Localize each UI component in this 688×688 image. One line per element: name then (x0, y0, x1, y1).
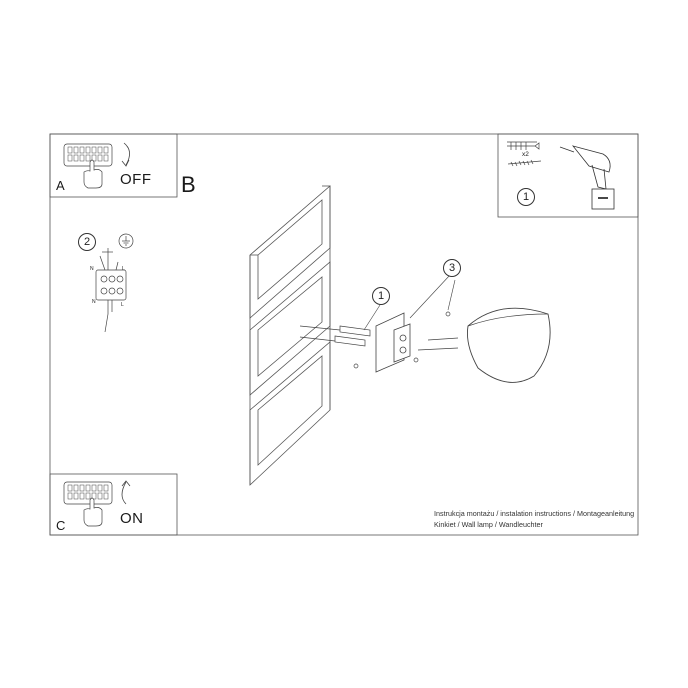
breaker-panel-icon (63, 143, 113, 167)
screw-icon (507, 159, 542, 167)
arrow-icon (123, 142, 130, 166)
panel-a-frame (49, 133, 178, 198)
wall-bracket-icon (375, 312, 411, 373)
panel-a-state: OFF (120, 171, 152, 188)
tools-panel-frame (497, 133, 639, 218)
caption-line2: Kinkiet / Wall lamp / Wandleuchter (434, 520, 543, 529)
wall-plug-icon (299, 325, 371, 369)
screw-icon (413, 311, 459, 363)
callout-screws: 3 (443, 259, 461, 277)
lamp-shade-icon (467, 307, 551, 383)
terminal-label: N (90, 266, 94, 272)
arrow-icon-head (121, 159, 130, 167)
hand-icon (83, 159, 103, 189)
lamp-shade-inner (467, 313, 549, 327)
panel-c-frame (49, 473, 178, 536)
breaker-panel-icon (63, 481, 113, 505)
callout-tools: 1 (517, 188, 535, 206)
wall-plug-icon (507, 141, 540, 150)
panel-c-letter: C (56, 518, 66, 533)
caption-line1: Instrukcja montażu / instalation instruc… (434, 509, 635, 518)
callout-anchors: 1 (372, 287, 390, 305)
panel-a-letter: A (56, 178, 65, 193)
tools-quantity: x2 (522, 151, 529, 158)
terminal-label: L (122, 266, 125, 272)
ground-icon (118, 233, 134, 249)
section-b-letter: B (181, 172, 196, 197)
panel-c-state: ON (120, 510, 144, 527)
arrow-icon-head (121, 480, 131, 487)
terminal-label: L (121, 302, 124, 308)
drill-icon (559, 145, 615, 210)
arrow-icon (121, 481, 127, 505)
wiring-diagram (95, 248, 127, 333)
callout-leaders (363, 274, 456, 331)
callout-wiring: 2 (78, 233, 96, 251)
wall-panels (249, 185, 331, 486)
sheet-frame (49, 133, 639, 536)
hand-icon (83, 497, 103, 527)
terminal-label: N (92, 299, 96, 305)
